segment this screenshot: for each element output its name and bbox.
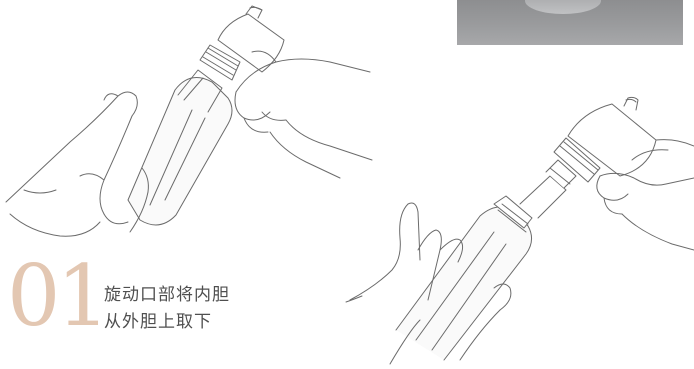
product-photo [457, 0, 683, 45]
left-bottle-drawing [5, 5, 373, 237]
step-instruction-line-2: 从外胆上取下 [104, 312, 212, 332]
glass-rim [525, 0, 601, 14]
step-instruction: 旋动口部将内胆 从外胆上取下 [104, 282, 230, 336]
right-bottle-drawing [345, 96, 694, 365]
step-instruction-line-1: 旋动口部将内胆 [104, 285, 230, 305]
step-number: 01 [7, 247, 110, 345]
